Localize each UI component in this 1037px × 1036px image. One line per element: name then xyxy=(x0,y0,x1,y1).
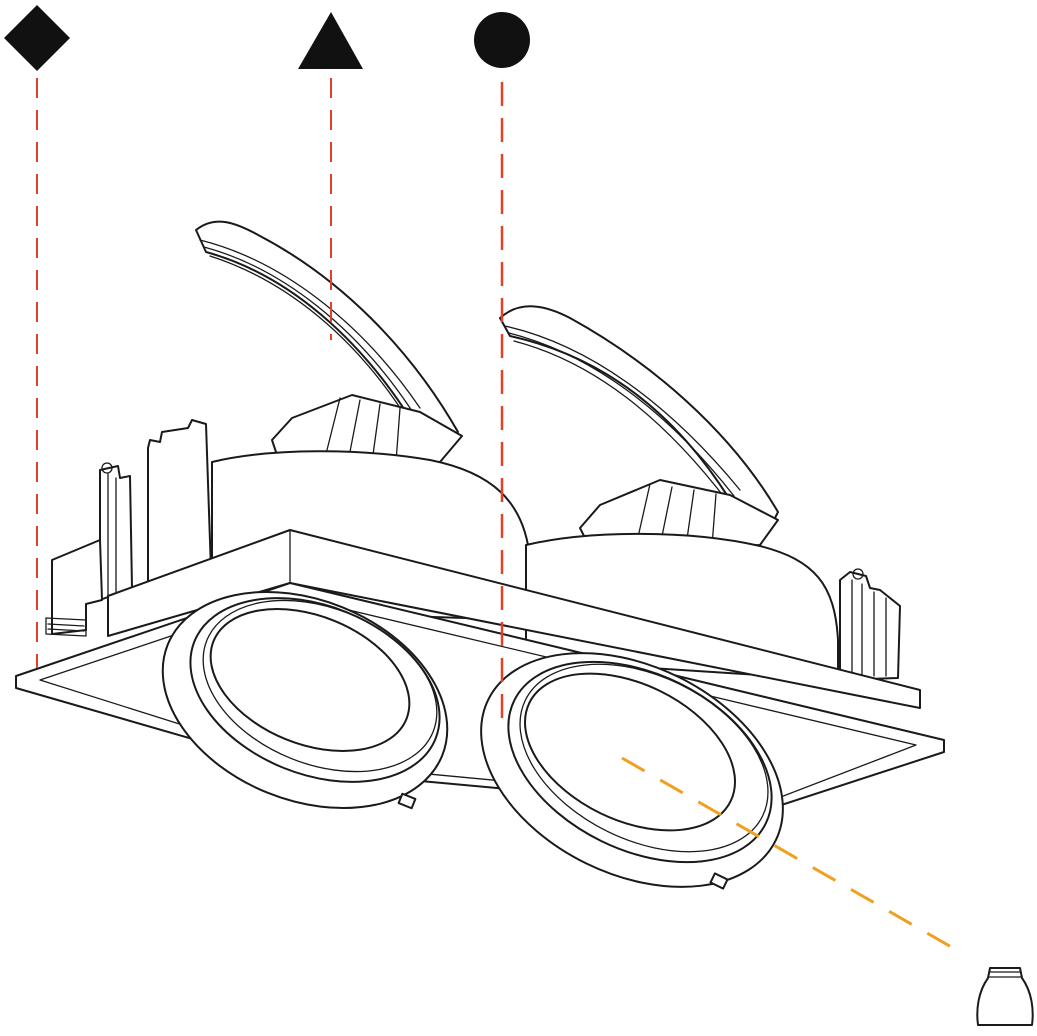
guide-lines xyxy=(36,78,961,954)
triangle-icon xyxy=(298,12,363,69)
left-gimbal-head xyxy=(161,590,449,810)
left-arm xyxy=(195,220,463,465)
luminaire xyxy=(15,220,1034,1026)
lamp-bulb-icon xyxy=(976,967,1034,1026)
markers xyxy=(4,5,530,71)
beam-axis-line xyxy=(621,756,961,954)
right-arm xyxy=(499,305,779,549)
left-spring-clip xyxy=(45,462,133,637)
circle-icon xyxy=(474,12,530,68)
right-spring-clip xyxy=(839,568,901,681)
diamond-icon xyxy=(4,5,70,71)
